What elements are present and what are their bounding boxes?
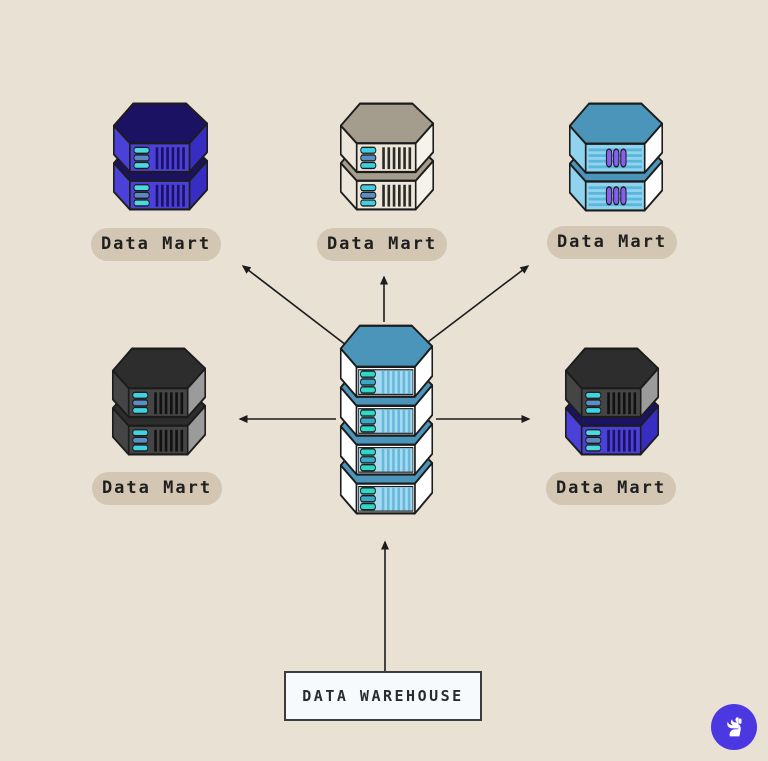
server-stack-data-mart-top-middle <box>338 102 436 211</box>
data-mart-label-top-middle: Data Mart <box>317 228 447 261</box>
server-stack-data-warehouse <box>338 324 435 515</box>
data-mart-label-middle-right: Data Mart <box>546 472 676 505</box>
arrow-to-top-left-mart <box>241 265 347 346</box>
arrow-to-top-right-mart <box>423 265 530 346</box>
server-stack-data-mart-top-left <box>111 102 210 211</box>
data-mart-label-top-right: Data Mart <box>547 226 677 259</box>
data-mart-label-middle-left: Data Mart <box>92 472 222 505</box>
data-mart-label-top-left: Data Mart <box>91 228 221 261</box>
phoenix-icon <box>727 717 742 737</box>
server-stack-data-mart-top-right <box>567 102 665 212</box>
brand-logo <box>711 704 757 750</box>
data-warehouse-box: DATA WAREHOUSE <box>284 671 482 721</box>
server-stack-data-mart-middle-left <box>110 347 208 456</box>
server-stack-data-mart-middle-right <box>563 347 661 456</box>
data-warehouse-box-label: DATA WAREHOUSE <box>302 687 464 705</box>
